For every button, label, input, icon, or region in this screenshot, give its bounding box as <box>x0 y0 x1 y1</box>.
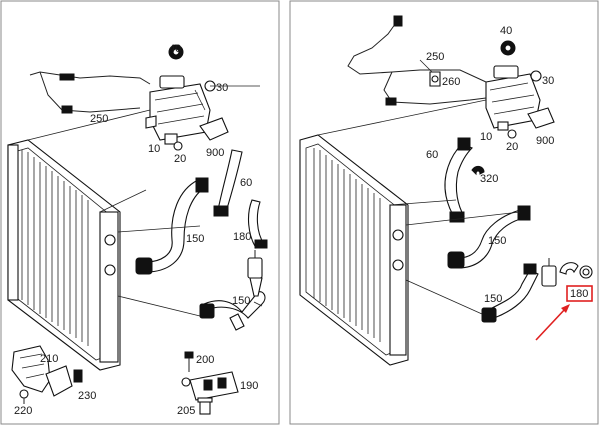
label-40: 40 <box>500 25 512 37</box>
left-expansion-tank <box>145 44 229 151</box>
label-180-highlighted: 180 <box>570 288 588 300</box>
label-190: 190 <box>240 380 258 392</box>
label-60: 60 <box>240 177 252 189</box>
label-30: 30 <box>216 82 228 94</box>
left-vent-line <box>29 71 151 114</box>
label-230: 230 <box>78 390 96 402</box>
left-plug-205 <box>197 397 213 415</box>
label-205: 205 <box>177 405 195 417</box>
right-hose-150-lower <box>481 263 539 323</box>
right-vent-line <box>347 15 487 106</box>
left-panel-frame <box>0 0 280 425</box>
label-260: 260 <box>442 76 460 88</box>
left-bracket-230 <box>45 365 83 397</box>
left-seal-210 <box>11 345 51 393</box>
label-20: 20 <box>174 153 186 165</box>
left-bracket-190 <box>181 371 239 401</box>
right-hose-150-upper <box>447 205 531 269</box>
left-hose-150-upper <box>135 177 209 275</box>
left-part-180 <box>247 250 263 297</box>
highlight-callout: 180 <box>535 285 593 341</box>
label-180: 180 <box>233 231 251 243</box>
label-150-lower: 150 <box>484 293 502 305</box>
label-30: 30 <box>542 75 554 87</box>
left-radiator <box>7 139 121 371</box>
left-screw-220 <box>19 389 29 404</box>
right-clip-320 <box>471 165 485 176</box>
right-part-180 <box>541 258 593 287</box>
left-bolt-200 <box>184 351 194 372</box>
label-250: 250 <box>426 51 444 63</box>
label-200: 200 <box>196 354 214 366</box>
label-150-upper: 150 <box>488 235 506 247</box>
label-220: 220 <box>14 405 32 417</box>
highlight-arrow-line <box>535 307 567 341</box>
label-210: 210 <box>40 353 58 365</box>
right-labels: 250 260 30 40 10 20 900 60 320 150 150 <box>426 25 554 305</box>
label-10: 10 <box>480 131 492 143</box>
right-clip-260 <box>429 71 441 87</box>
right-panel-frame <box>289 0 599 425</box>
right-hose-60 <box>444 137 473 223</box>
label-20: 20 <box>506 141 518 153</box>
label-10: 10 <box>148 143 160 155</box>
label-60: 60 <box>426 149 438 161</box>
right-radiator <box>299 134 409 366</box>
highlight-box <box>566 285 593 302</box>
label-150-upper: 150 <box>186 233 204 245</box>
label-40: 40 <box>169 43 181 55</box>
left-hose-60 <box>213 149 268 249</box>
highlight-arrow-head <box>561 304 570 313</box>
label-150-lower: 150 <box>232 295 250 307</box>
label-900: 900 <box>206 147 224 159</box>
right-expansion-tank <box>485 40 555 139</box>
left-labels: 40 30 250 10 20 900 60 150 180 150 200 1… <box>14 43 258 417</box>
left-hose-150-lower <box>199 291 266 331</box>
left-leader-lines <box>27 85 263 317</box>
right-leader-lines <box>317 59 521 315</box>
label-900: 900 <box>536 135 554 147</box>
label-250: 250 <box>90 113 108 125</box>
label-320: 320 <box>480 173 498 185</box>
